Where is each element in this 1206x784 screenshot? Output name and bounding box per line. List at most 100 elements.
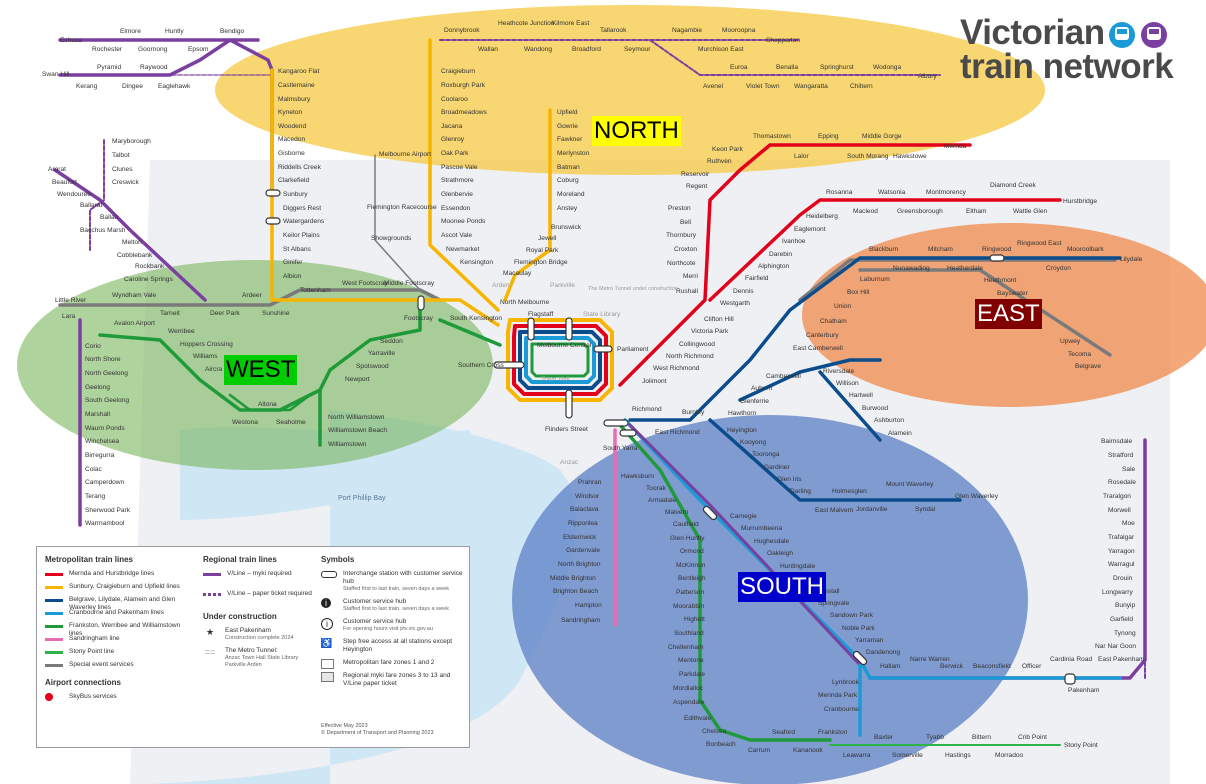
- flinders-street-interchange: [565, 389, 573, 419]
- station-label: Eaglemont: [794, 226, 826, 233]
- station-label: Eltham: [966, 208, 987, 215]
- station-label: Stratford: [1108, 452, 1134, 459]
- station-label: Highett: [684, 616, 705, 623]
- station-label: Springhurst: [820, 64, 854, 71]
- station-label: Tynong: [1114, 630, 1136, 637]
- station-label: Middle Footscray: [384, 280, 435, 287]
- station-label: North Shore: [85, 356, 121, 363]
- station-label: Yarragon: [1108, 548, 1135, 555]
- station-label: Prahran: [578, 479, 602, 486]
- legend-symbols-column: Symbols Interchange station with custome…: [321, 555, 463, 693]
- station-label: Merri: [683, 273, 699, 280]
- station-label: Parkdale: [679, 671, 705, 678]
- station-label: Birregurra: [85, 452, 115, 459]
- station-label: Wallan: [478, 46, 498, 53]
- southern-cross-interchange: [493, 361, 525, 369]
- station-label: Baxter: [874, 734, 894, 741]
- station-label: Brighton Beach: [553, 588, 598, 595]
- station-label: Kensington: [460, 259, 493, 266]
- station-label: Beaconsfield: [973, 663, 1011, 670]
- station-label: Glenroy: [441, 136, 465, 143]
- station-label: Berwick: [940, 663, 964, 670]
- station-label: Reservoir: [681, 171, 710, 178]
- legend-metro-line: Sandringham line: [45, 635, 195, 648]
- station-label: Jolimont: [642, 378, 667, 385]
- station-label: Euroa: [730, 64, 748, 71]
- station-label: Greensborough: [897, 208, 943, 215]
- station-label: Glen Iris: [777, 476, 802, 483]
- station-label: Murchison East: [698, 46, 744, 53]
- station-label: West Footscray: [342, 280, 388, 287]
- tunnel-icon: ==: [204, 647, 216, 657]
- station-label: North Geelong: [85, 370, 128, 377]
- map-title: Victorian train network: [960, 15, 1174, 84]
- station-label: Northcote: [667, 260, 696, 267]
- station-label: Roxburgh Park: [441, 82, 486, 89]
- station-label: Heathcote Junction: [498, 20, 555, 27]
- station-label: Hurstbridge: [1063, 198, 1097, 205]
- station-label: Ascot Vale: [441, 232, 472, 239]
- station-label: Montmorency: [926, 189, 967, 196]
- station-label: Town Hall: [541, 376, 570, 383]
- hurstbridge-line: [708, 198, 1062, 302]
- station-label: Auburn: [751, 385, 773, 392]
- legend-metro-line: Mernda and Hurstbridge lines: [45, 570, 195, 583]
- station-label: Sherwood Park: [85, 507, 131, 514]
- station-label: Chelsea: [702, 728, 727, 735]
- station-label: Patterson: [676, 589, 705, 596]
- station-label: Bell: [680, 219, 692, 226]
- station-label: Coolaroo: [441, 96, 468, 103]
- station-label: Williams: [193, 353, 218, 360]
- station-label: Shepparton: [766, 37, 800, 44]
- station-label: Bayswater: [997, 290, 1029, 297]
- dandenong-interchange: [852, 650, 868, 666]
- station-label: Noble Park: [842, 625, 875, 632]
- gippsland-metro-line: [628, 423, 862, 667]
- station-label: Caulfield: [673, 521, 699, 528]
- station-label: Mitcham: [928, 246, 953, 253]
- city-loop-green: [530, 342, 590, 378]
- station-label: Merinda Park: [818, 692, 858, 699]
- north-region-bubble: [215, 5, 1045, 175]
- legend-metro-line: Special event services: [45, 661, 195, 674]
- legend-regional-column: Regional train lines V/Line – myki requi…: [203, 555, 313, 674]
- station-label: North Melbourne: [500, 299, 549, 306]
- station-label: East Malvern: [815, 507, 854, 514]
- station-label: Creswick: [112, 179, 139, 186]
- station-label: Pakenham: [1068, 687, 1100, 694]
- station-label: Lynbrook: [832, 679, 860, 686]
- station-label: Donnybrook: [444, 27, 480, 34]
- legend-line-label: Special event services: [69, 661, 134, 668]
- station-label: Dingee: [122, 83, 143, 90]
- station-label: Thornbury: [666, 232, 697, 239]
- albury-line: [649, 39, 941, 76]
- station-label: Kilmore East: [552, 20, 590, 27]
- maryborough-line: [89, 139, 105, 251]
- water-label: Port Phillip Bay: [338, 495, 386, 502]
- ringwood-interchange: [989, 254, 1005, 262]
- craigieburn-line: [428, 38, 500, 312]
- zone313-swatch: [321, 672, 334, 682]
- station-label: Gardiner: [764, 464, 790, 471]
- station-label: Holmesglen: [832, 488, 867, 495]
- station-label: Broadford: [572, 46, 601, 53]
- mernda-line: [618, 143, 972, 387]
- station-label: Maryborough: [112, 138, 151, 145]
- city-loop-red: [512, 324, 608, 396]
- station-label: Officer: [1022, 663, 1042, 670]
- station-label: Newmarket: [446, 246, 480, 253]
- station-label: Spotswood: [356, 363, 389, 370]
- map-legend: Metropolitan train lines Mernda and Hurs…: [36, 546, 470, 748]
- station-label: Malmsbury: [278, 96, 311, 103]
- station-label: Traralgon: [1103, 493, 1131, 500]
- station-label: Ashburton: [874, 417, 904, 424]
- station-label: Yarraman: [855, 637, 884, 644]
- station-label: Longwarry: [1102, 589, 1133, 596]
- station-label: Carnegie: [730, 513, 757, 520]
- north-region-label: NORTH: [592, 116, 681, 146]
- station-label: Morwell: [1108, 507, 1131, 514]
- station-label: Sunbury: [283, 191, 308, 198]
- station-label: Melbourne Central: [537, 342, 592, 349]
- station-label: North Williamstown: [328, 414, 385, 421]
